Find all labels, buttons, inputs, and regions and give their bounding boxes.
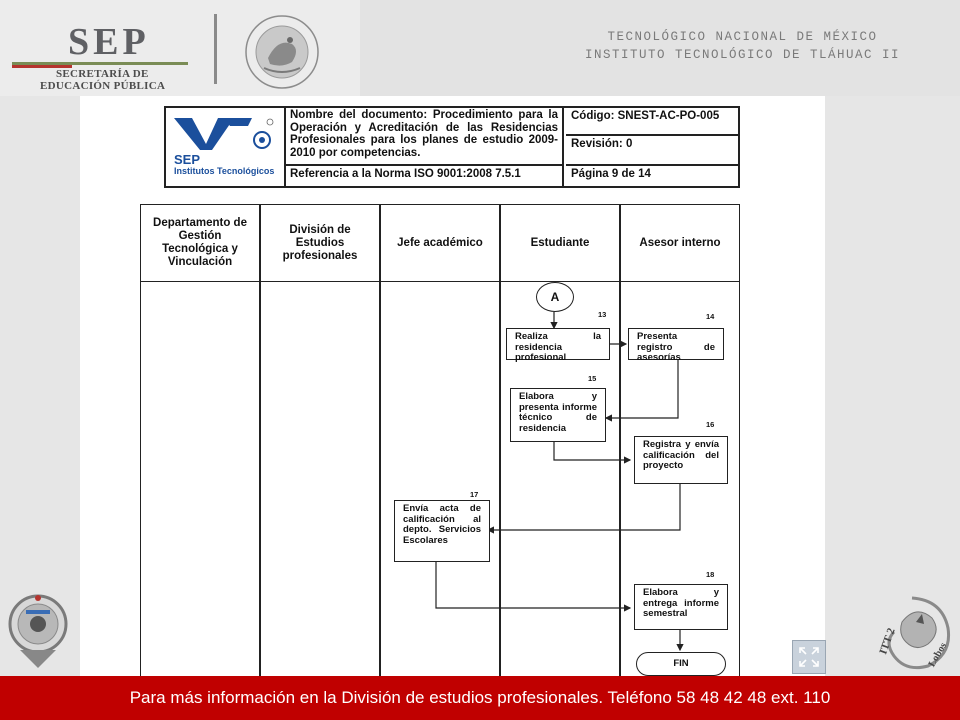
institution-line1: TECNOLÓGICO NACIONAL DE MÉXICO — [607, 30, 878, 44]
header-divider — [214, 14, 217, 84]
sep-logo-subtext: Institutos Tecnológicos — [174, 166, 275, 176]
end-terminator: FIN — [636, 652, 726, 676]
step-box: Registra y envía calificación del proyec… — [634, 436, 728, 484]
step-box: Elabora y presenta informe técnico de re… — [510, 388, 606, 442]
document-reference: Referencia a la Norma ISO 9001:2008 7.5.… — [286, 166, 564, 186]
lane-header-vinculacion: Departamento de Gestión Tecnológica y Vi… — [140, 204, 260, 282]
sep-logo-word: SEP — [68, 21, 150, 63]
fullscreen-icon — [799, 647, 819, 667]
document-header-table: SEP Institutos Tecnológicos Nombre del d… — [164, 106, 740, 188]
sep-logo-red-bar — [12, 65, 72, 68]
logo-text-lobos: Lobos — [927, 641, 950, 669]
lane-header-estudiante: Estudiante — [500, 204, 620, 282]
institutos-emblem-icon — [174, 118, 274, 150]
lane-body-estudiante — [500, 282, 620, 682]
sep-logo-text: SEP — [174, 152, 201, 167]
document-revision: Revisión: 0 — [566, 136, 738, 166]
technological-institute-logo-icon — [8, 594, 68, 668]
document-page: SEP Institutos Tecnológicos Nombre del d… — [80, 96, 825, 682]
footer-text: Para más información en la División de e… — [129, 688, 831, 707]
lane-header-asesor: Asesor interno — [620, 204, 740, 282]
lane-body-asesor — [620, 282, 740, 682]
lane-body-jefe — [380, 282, 500, 682]
step-box: Realiza la residencia profesional — [506, 328, 610, 363]
lobos-mascot-logo-icon: ITT 2 Lobos — [877, 596, 951, 670]
step-box: Elabora y entrega informe semestral — [634, 584, 728, 630]
sep-logo-line1: SECRETARÍA DE — [56, 68, 149, 80]
sep-logo-line2: EDUCACIÓN PÚBLICA — [40, 80, 166, 92]
institution-line2: INSTITUTO TECNOLÓGICO DE TLÁHUAC II — [584, 48, 900, 62]
document-page-number: Página 9 de 14 — [571, 168, 651, 180]
step-number: 13 — [598, 310, 607, 319]
fullscreen-button[interactable] — [792, 640, 826, 674]
step-number: 16 — [706, 420, 715, 429]
lane-body-division — [260, 282, 380, 682]
step-number: 15 — [588, 374, 597, 383]
document-name: Nombre del documento: Procedimiento para… — [286, 108, 564, 166]
slide-header: SEP SECRETARÍA DE EDUCACIÓN PÚBLICA TECN… — [0, 0, 960, 96]
step-number: 18 — [706, 570, 715, 579]
lane-header-jefe: Jefe académico — [380, 204, 500, 282]
flowchart-connectors — [435, 312, 684, 652]
sep-logo-green-bar — [12, 62, 188, 65]
mexico-seal-icon — [245, 15, 319, 89]
logo-text-itt: ITT 2 — [877, 626, 898, 656]
connector-a: A — [536, 282, 574, 312]
lane-header-division: División de Estudios profesionales — [260, 204, 380, 282]
lane-body-vinculacion — [140, 282, 260, 682]
flowchart: Departamento de Gestión Tecnológica y Vi… — [140, 204, 740, 682]
step-box: Envía acta de calificación al depto. Ser… — [394, 500, 490, 562]
document-code: Código: SNEST-AC-PO-005 — [566, 108, 738, 136]
step-box: Presenta registro de asesorías — [628, 328, 724, 363]
institution-name: TECNOLÓGICO NACIONAL DE MÉXICO INSTITUTO… — [585, 28, 900, 64]
step-number: 14 — [706, 312, 715, 321]
sep-institutos-logo: SEP Institutos Tecnológicos — [166, 108, 286, 186]
step-number: 17 — [470, 490, 479, 499]
footer-bar: Para más información en la División de e… — [0, 676, 960, 720]
sep-logo-block: SEP SECRETARÍA DE EDUCACIÓN PÚBLICA — [0, 0, 360, 96]
